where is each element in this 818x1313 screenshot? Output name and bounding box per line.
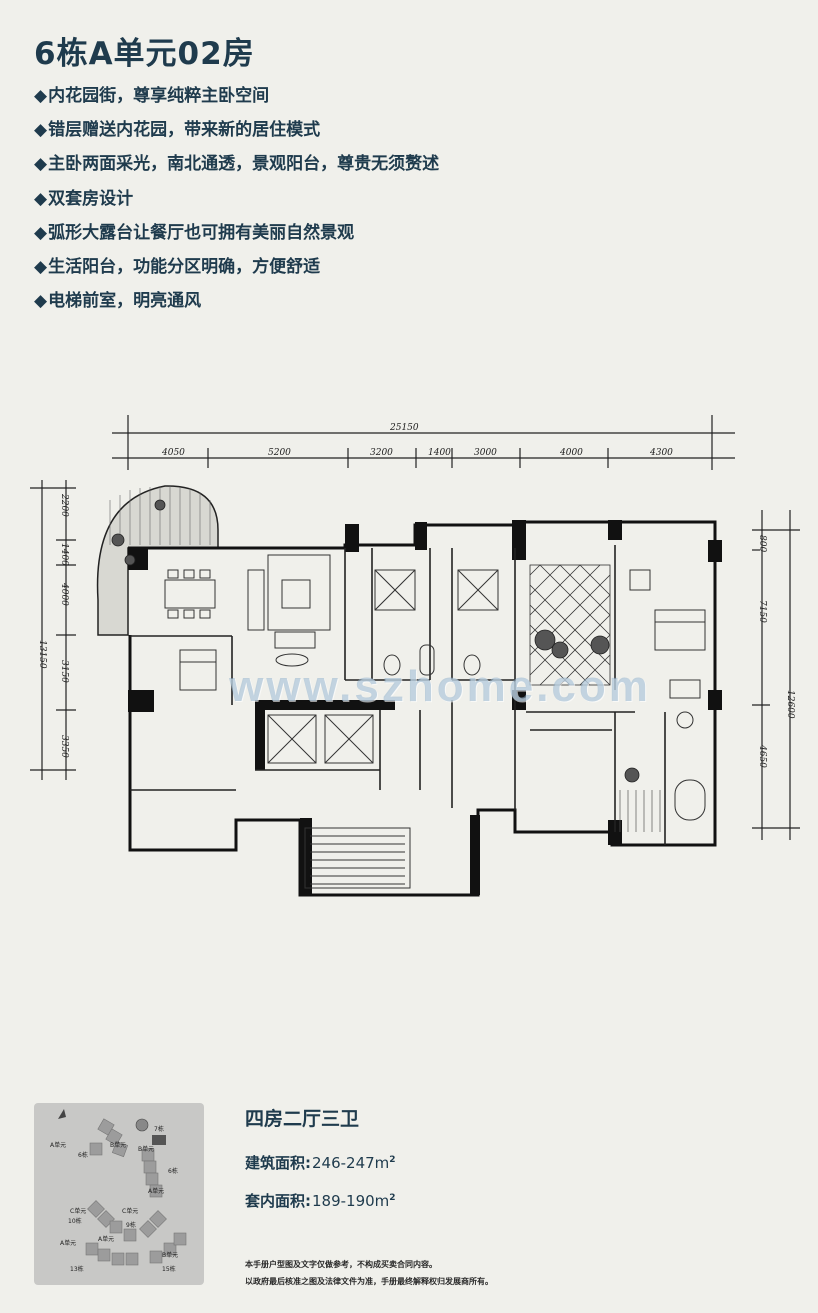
feature-item: ◆主卧两面采光，南北通透，景观阳台，尊贵无须赘述: [34, 154, 440, 175]
dim-label: 7150: [757, 600, 767, 623]
diamond-bullet-icon: ◆: [34, 291, 48, 312]
site-label: A单元: [148, 1187, 164, 1195]
site-label: 10栋: [68, 1217, 82, 1225]
site-label: C单元: [122, 1207, 138, 1215]
dim-label: 3000: [474, 448, 497, 458]
dim-right-total: 12600: [785, 690, 795, 719]
page-title: 6栋A单元02房: [34, 36, 255, 72]
diamond-bullet-icon: ◆: [34, 188, 48, 209]
feature-list: ◆内花园街，尊享纯粹主卧空间 ◆错层赠送内花园，带来新的居住模式 ◆主卧两面采光…: [34, 84, 439, 323]
site-label: B单元: [110, 1141, 126, 1149]
site-label: C单元: [70, 1207, 86, 1215]
terrace: [96, 485, 219, 636]
feature-item: ◆双套房设计: [34, 188, 134, 209]
site-label: A单元: [50, 1141, 66, 1149]
diamond-bullet-icon: ◆: [34, 86, 48, 106]
dim-total-width: 25150: [389, 423, 419, 433]
diamond-bullet-icon: ◆: [34, 222, 48, 243]
site-map: 7栋 A单元 B单元 B单元 6栋 6栋 A单元 C单元 10栋 9栋 C单元 …: [34, 1103, 204, 1285]
disclaimer: 本手册户型图及文字仅做参考，不构成买卖合同内容。 以政府最后核准之图及法律文件为…: [245, 1260, 493, 1286]
feature-item: ◆弧形大露台让餐厅也可拥有美丽自然景观: [34, 222, 355, 243]
dim-label: 1400: [428, 448, 451, 458]
dim-label: 3200: [370, 448, 393, 458]
dim-label: 3350: [59, 735, 69, 758]
inner-area: 套内面积:189-190m2: [245, 1192, 396, 1210]
unit-type: 四房二厅三卫: [245, 1108, 360, 1130]
diamond-bullet-icon: ◆: [34, 120, 48, 141]
watermark: www.szhome.com: [229, 662, 651, 711]
dim-label: 4650: [757, 744, 767, 768]
site-label: B单元: [138, 1145, 154, 1153]
diamond-bullet-icon: ◆: [34, 256, 48, 277]
feature-item: ◆电梯前室，明亮通风: [34, 291, 202, 312]
dim-label: 4000: [59, 582, 69, 606]
dim-label: 4050: [161, 448, 185, 458]
dim-label: 1400: [59, 543, 69, 566]
dim-label: 5200: [268, 448, 291, 458]
site-label: A单元: [60, 1239, 76, 1247]
site-label: B单元: [162, 1251, 178, 1259]
dim-label: 4300: [649, 448, 673, 458]
dim-label: 4000: [559, 448, 583, 458]
site-label: 9栋: [126, 1221, 136, 1229]
site-label: 6栋: [168, 1167, 178, 1175]
feature-item: ◆生活阳台，功能分区明确，方便舒适: [34, 256, 321, 277]
floor-plan: 25150 4050 5200 3200 1400 3000 4000 4300…: [30, 415, 800, 897]
site-label: 6栋: [78, 1151, 88, 1159]
dim-label: 800: [757, 535, 767, 552]
diamond-bullet-icon: ◆: [34, 154, 48, 175]
building-area: 建筑面积:246-247m2: [245, 1154, 396, 1172]
dim-left-total: 13150: [37, 640, 47, 669]
feature-item: ◆内花园街，尊享纯粹主卧空间: [34, 86, 270, 106]
feature-item: ◆错层赠送内花园，带来新的居住模式: [34, 120, 321, 141]
site-label: A单元: [98, 1235, 114, 1243]
site-label: 7栋: [154, 1125, 164, 1133]
site-label: 15栋: [162, 1265, 176, 1273]
dim-label: 2200: [59, 493, 69, 517]
site-label: 13栋: [70, 1265, 84, 1273]
dim-label: 3150: [59, 660, 69, 683]
